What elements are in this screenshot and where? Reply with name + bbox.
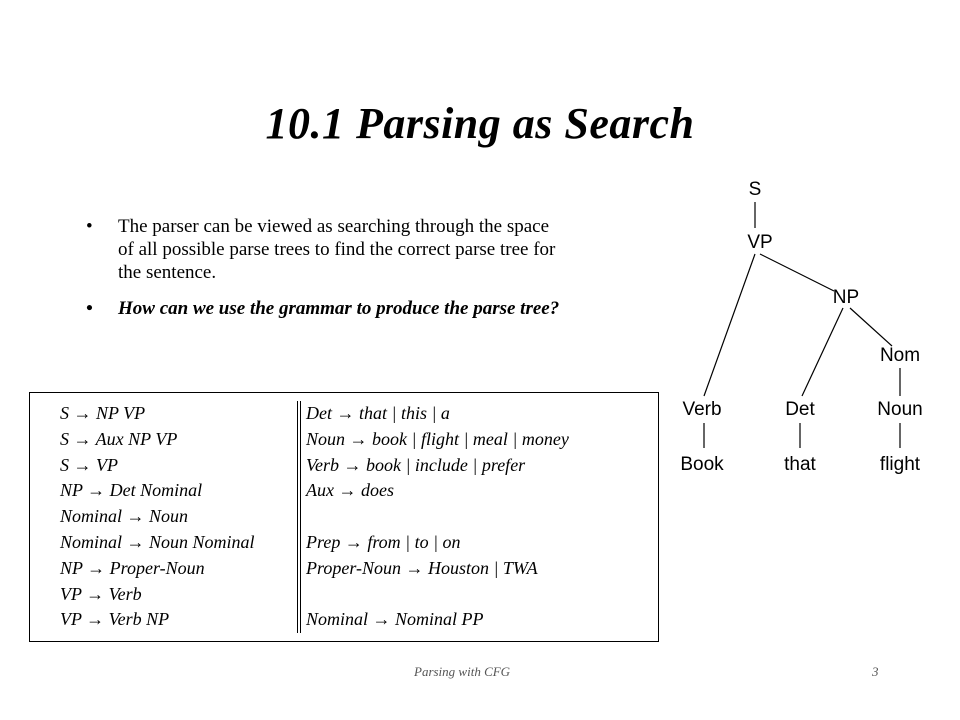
tree-edge bbox=[801, 307, 844, 397]
grammar-left-column: S → NP VP S → Aux NP VP S → VP NP → Det … bbox=[60, 401, 255, 633]
grammar-rule: Nominal → Noun bbox=[60, 506, 189, 527]
tree-node-verb: Verb bbox=[682, 399, 721, 420]
grammar-rules-box: S → NP VP S → Aux NP VP S → VP NP → Det … bbox=[29, 392, 659, 642]
grammar-right-column: Det → that | this | a Noun → book | flig… bbox=[306, 401, 569, 633]
slide-title: 10.1 Parsing as Search bbox=[265, 99, 695, 148]
tree-node-noun: Noun bbox=[877, 399, 922, 420]
bullet-line: The parser can be viewed as searching th… bbox=[118, 216, 550, 237]
tree-node-nom: Nom bbox=[880, 345, 920, 366]
grammar-rule: NP → Det Nominal bbox=[60, 480, 203, 501]
lexicon-rule: Verb → book | include | prefer bbox=[306, 454, 526, 475]
tree-node-vp: VP bbox=[747, 232, 772, 253]
lexicon-rule bbox=[306, 582, 569, 608]
tree-node-s: S bbox=[749, 179, 762, 200]
grammar-rule: VP → Verb NP bbox=[60, 609, 170, 630]
parse-tree: S VP NP Nom Verb Det Noun Book that flig… bbox=[680, 179, 922, 475]
lexicon-rule: Prep → from | to | on bbox=[306, 531, 461, 552]
tree-edge bbox=[703, 253, 756, 397]
lexicon-rule bbox=[306, 504, 569, 530]
footer-title: Parsing with CFG bbox=[414, 664, 511, 679]
tree-word-book: Book bbox=[680, 454, 724, 475]
tree-node-np: NP bbox=[833, 287, 859, 308]
grammar-rule: S → VP bbox=[60, 454, 118, 475]
tree-word-flight: flight bbox=[880, 454, 921, 475]
bullet-list: The parser can be viewed as searching th… bbox=[80, 215, 662, 333]
column-divider bbox=[297, 401, 298, 633]
bullet-line: of all possible parse trees to find the … bbox=[118, 239, 556, 260]
lexicon-rule: Det → that | this | a bbox=[306, 403, 450, 423]
grammar-rule: NP → Proper-Noun bbox=[60, 557, 205, 578]
lexicon-rule: Noun → book | flight | meal | money bbox=[306, 428, 569, 449]
bullet-parser-search: The parser can be viewed as searching th… bbox=[80, 215, 662, 284]
lexicon-rule: Aux → does bbox=[306, 480, 394, 501]
column-divider bbox=[300, 401, 301, 633]
bullet-line: the sentence. bbox=[118, 262, 217, 283]
tree-edge bbox=[849, 307, 893, 347]
grammar-rule: Nominal → Noun Nominal bbox=[60, 531, 255, 552]
bullet-question: How can we use the grammar to produce th… bbox=[80, 297, 662, 320]
lexicon-rule: Nominal → Nominal PP bbox=[306, 609, 484, 630]
grammar-rule: VP → Verb bbox=[60, 583, 142, 604]
grammar-rule: S → Aux NP VP bbox=[60, 428, 178, 449]
page-number: 3 bbox=[872, 664, 879, 679]
grammar-rule: S → NP VP bbox=[60, 403, 146, 423]
tree-edge bbox=[759, 253, 835, 292]
tree-word-that: that bbox=[784, 454, 816, 475]
lexicon-rule: Proper-Noun → Houston | TWA bbox=[306, 557, 538, 578]
tree-node-det: Det bbox=[785, 399, 815, 420]
